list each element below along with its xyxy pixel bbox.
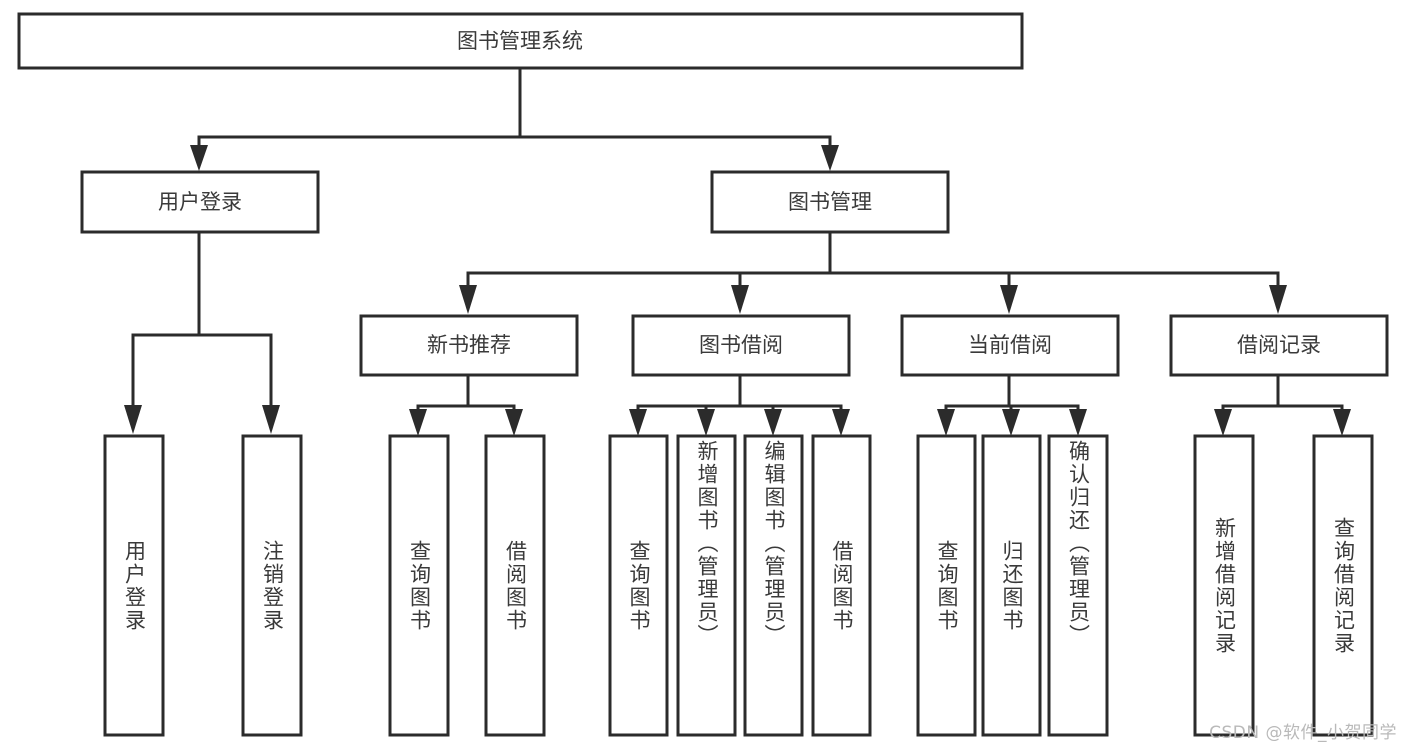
arrow-bb-leaf-1 [629, 409, 647, 436]
node-current-borrow-label: 当前借阅 [968, 333, 1052, 357]
arrow-to-borrow-record [1269, 285, 1287, 314]
leaf-box-confirm-return[interactable] [1047, 434, 1109, 737]
arrow-root-to-book-manage [821, 145, 839, 171]
arrow-cb-leaf-1 [937, 409, 955, 436]
leaf-box-add-book[interactable] [676, 434, 737, 737]
node-root-box[interactable] [17, 12, 1024, 70]
arrow-cb-leaf-3 [1069, 409, 1087, 436]
arrow-user-login-leaf-1 [124, 405, 142, 434]
arrow-br-leaf-2 [1333, 409, 1351, 436]
node-book-manage-box[interactable] [710, 170, 950, 234]
arrow-to-new-book-recommend [459, 285, 477, 314]
arrow-bb-leaf-2 [697, 409, 715, 436]
arrow-bb-leaf-4 [832, 409, 850, 436]
node-current-borrow-box[interactable] [900, 314, 1120, 377]
csdn-watermark: CSDN @软件_小贺同学 [1209, 723, 1397, 743]
leaf-group-new-book-recommend [388, 434, 546, 737]
leaf-box-query-book-1[interactable] [388, 434, 450, 737]
leaf-box-user-logout[interactable] [241, 434, 303, 737]
leaf-box-return-book[interactable] [981, 434, 1042, 737]
arrow-user-login-leaf-2 [262, 405, 280, 434]
arrow-to-book-borrow [731, 285, 749, 314]
leaf-box-query-book-3[interactable] [916, 434, 977, 737]
edge-group-book-borrow-to-leaves [629, 374, 850, 436]
arrow-bb-leaf-3 [764, 409, 782, 436]
node-book-borrow-label: 图书借阅 [699, 333, 783, 357]
arrow-br-leaf-1 [1214, 409, 1232, 436]
node-book-borrow[interactable]: 图书借阅 [631, 314, 851, 377]
edge-group-borrow-record-to-leaves [1214, 374, 1351, 436]
node-book-manage[interactable]: 图书管理 [710, 170, 950, 234]
edge-group-root-to-level1 [190, 67, 839, 171]
leaf-box-query-book-2[interactable] [608, 434, 669, 737]
node-borrow-record-label: 借阅记录 [1237, 333, 1321, 357]
node-root-label: 图书管理系统 [457, 29, 583, 53]
node-user-login-label: 用户登录 [158, 190, 242, 214]
edge-group-user-login-to-leaves [124, 231, 280, 434]
leaf-group-current-borrow [916, 434, 1109, 737]
edge-group-new-book-recommend-to-leaves [409, 374, 523, 436]
leaf-box-user-login[interactable] [103, 434, 165, 737]
node-user-login-box[interactable] [80, 170, 320, 234]
leaf-box-add-record[interactable] [1193, 434, 1255, 737]
node-borrow-record[interactable]: 借阅记录 [1169, 314, 1389, 377]
leaf-group-book-borrow [608, 434, 872, 737]
arrow-cb-leaf-2 [1002, 409, 1020, 436]
node-new-book-recommend-label: 新书推荐 [427, 333, 511, 357]
arrow-nbr-leaf-2 [505, 409, 523, 436]
leaf-box-borrow-book-1[interactable] [484, 434, 546, 737]
node-new-book-recommend-box[interactable] [359, 314, 579, 377]
node-book-borrow-box[interactable] [631, 314, 851, 377]
arrow-to-current-borrow [1000, 285, 1018, 314]
arrow-root-to-user-login [190, 145, 208, 171]
leaf-box-edit-book[interactable] [743, 434, 804, 737]
leaf-box-query-record[interactable] [1312, 434, 1374, 737]
node-book-manage-label: 图书管理 [788, 190, 872, 214]
node-new-book-recommend[interactable]: 新书推荐 [359, 314, 579, 377]
node-root[interactable]: 图书管理系统 [17, 12, 1024, 70]
edge-group-book-manage-to-level2 [459, 231, 1287, 314]
leaf-box-borrow-book-2[interactable] [811, 434, 872, 737]
node-borrow-record-box[interactable] [1169, 314, 1389, 377]
leaf-group-borrow-record [1193, 434, 1374, 737]
edge-group-current-borrow-to-leaves [937, 374, 1087, 436]
node-current-borrow[interactable]: 当前借阅 [900, 314, 1120, 377]
arrow-nbr-leaf-1 [409, 409, 427, 436]
leaf-group-user-login [103, 434, 303, 737]
node-user-login[interactable]: 用户登录 [80, 170, 320, 234]
